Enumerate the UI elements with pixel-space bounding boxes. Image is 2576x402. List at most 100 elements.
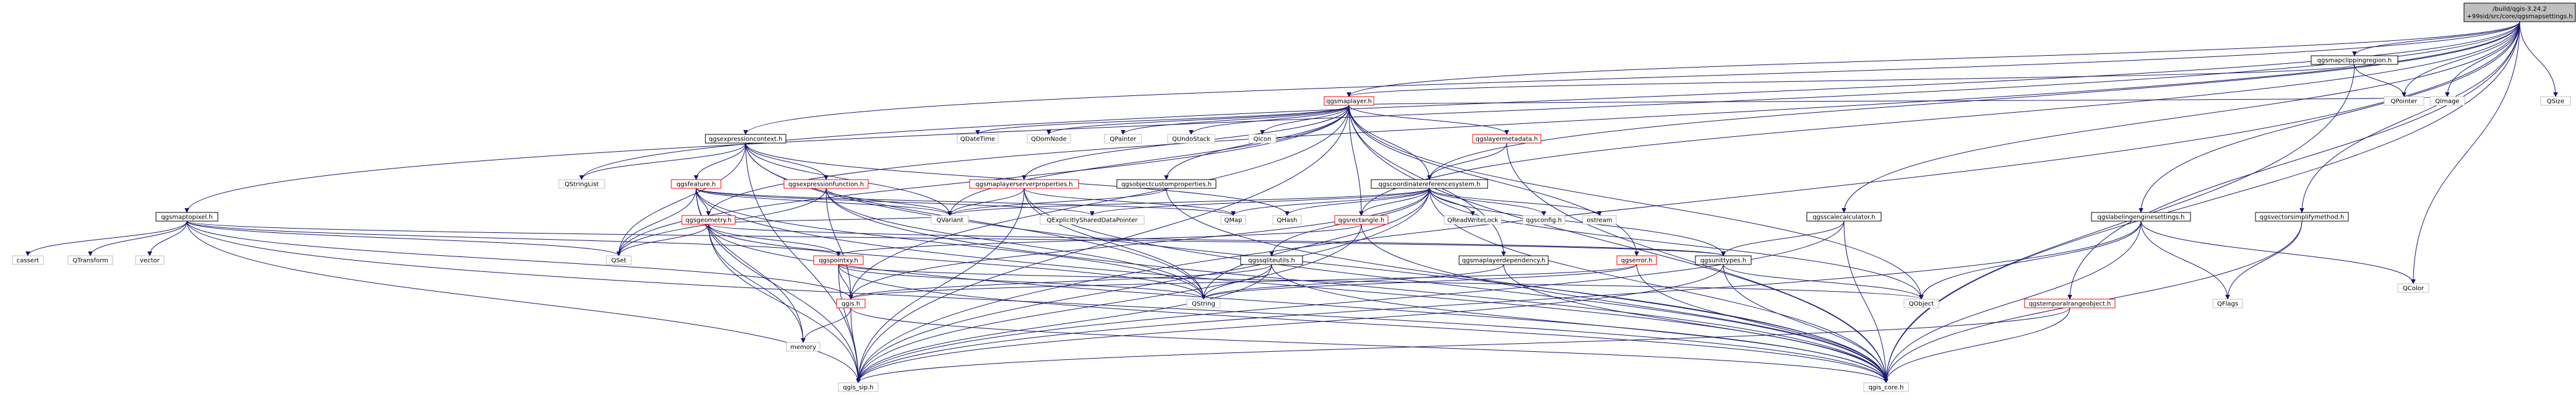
node-qgsfeature-h[interactable]: qgsfeature.h	[671, 179, 722, 189]
edge-rectangle-to-qgscore	[1361, 224, 1886, 383]
edge-vecsimp-to-qflags	[2228, 221, 2302, 299]
node-label: qgsgeometry.h	[686, 217, 731, 224]
node-qgsmaplayer-h[interactable]: qgsmaplayer.h	[1324, 96, 1374, 106]
node-box	[1903, 299, 1939, 308]
node-qdatetime: QDateTime	[957, 134, 999, 144]
edge-layerdep-to-qstring	[1204, 264, 1504, 300]
node-qgsobjectcustomproperties-h[interactable]: qgsobjectcustomproperties.h	[1116, 179, 1217, 189]
node-qpointer: QPointer	[2384, 96, 2424, 106]
edge-root-to-rectangle	[1361, 21, 2520, 216]
node-label: QSet	[611, 258, 626, 264]
edge-root-to-maplayer	[1349, 21, 2520, 97]
node-label: qgsmaplayerserverproperties.h	[975, 181, 1072, 188]
node-qgsexpressioncontext-h[interactable]: qgsexpressioncontext.h	[705, 134, 786, 144]
node-qgsmapclippingregion-h[interactable]: qgsmapclippingregion.h	[2311, 55, 2398, 65]
edge-cliprg-to-maplayer	[1349, 64, 2355, 97]
edge-qgserror-to-qgscore	[1636, 264, 1886, 383]
edge-maplayer-to-qgscore	[1348, 105, 1886, 383]
node-label: QFlags	[2217, 301, 2238, 308]
node-qmap: QMap	[1220, 215, 1246, 225]
node-qgserror-h[interactable]: qgserror.h	[1616, 255, 1657, 265]
node-box	[67, 255, 113, 265]
edge-exprctx-to-qgssip	[745, 142, 858, 383]
node-qgslayermetadata-h[interactable]: qgslayermetadata.h	[1472, 134, 1541, 144]
node-label: QTransform	[72, 258, 108, 264]
edge-feature-to-qset	[619, 188, 697, 256]
node-label: qgsscalecalculator.h	[1812, 214, 1876, 221]
node-box	[1616, 255, 1657, 265]
node-box	[681, 215, 736, 225]
node-box	[1334, 215, 1389, 225]
edge-geometry-to-unittypes	[708, 224, 1723, 256]
node-box	[606, 255, 632, 265]
edge-maptopix-to-qtransform	[90, 221, 187, 256]
edge-scalecalc-to-qgscore	[1843, 221, 1886, 383]
node-label: ostream	[1587, 217, 1612, 224]
node-qgsmaplayerdependency-h[interactable]: qgsmaplayerdependency.h	[1458, 255, 1549, 265]
edge-layermeta-to-crs	[1429, 142, 1507, 180]
edge-crs-to-qgsh	[851, 188, 1430, 299]
edge-geometry-to-pointxy	[708, 224, 838, 256]
node-qgsunittypes-h[interactable]: qgsunittypes.h	[1695, 255, 1752, 265]
node-qgsvectorsimplifymethod-h[interactable]: qgsvectorsimplifymethod.h	[2255, 212, 2349, 222]
edge-cliprg-to-qpointer	[2354, 64, 2404, 97]
node-qgis-h[interactable]: qgis.h	[836, 299, 866, 308]
node-build-qgis-3-24-2-99sid-src-core-qgsmapsettings-h[interactable]: /build/qgis-3.24.2+99sid/src/core/qgsmap…	[2463, 2, 2576, 22]
node-box	[1220, 215, 1246, 225]
node-box	[1695, 255, 1752, 265]
node-qgsgeometry-h[interactable]: qgsgeometry.h	[681, 215, 736, 225]
edge-objcustom-to-qvariant	[950, 188, 1167, 216]
edge-exprctx-to-feature	[696, 142, 746, 180]
edge-labeleng-to-qobject	[1921, 221, 2142, 299]
edge-crs-to-qgscore	[1429, 188, 1886, 383]
node-qgssqliteutils-h[interactable]: qgssqliteutils.h	[1240, 255, 1303, 265]
edge-maplayer-to-qpainter	[1123, 105, 1350, 135]
edge-maplayer-to-qdatetime	[978, 105, 1350, 135]
edge-crs-to-qexplicit	[1092, 188, 1430, 216]
edge-pointxy-to-qobject	[838, 264, 1921, 300]
node-qgsscalecalculator-h[interactable]: qgsscalecalculator.h	[1806, 212, 1882, 222]
node-qgis-core-h: qgis_core.h	[1863, 382, 1909, 392]
node-qgsrectangle-h[interactable]: qgsrectangle.h	[1334, 215, 1389, 225]
node-label: QPainter	[1110, 136, 1137, 143]
node-qgsmaptopixel-h[interactable]: qgsmaptopixel.h	[155, 212, 218, 222]
node-qgsexpressionfunction-h[interactable]: qgsexpressionfunction.h	[783, 179, 869, 189]
node-label: /build/qgis-3.24.2	[2492, 6, 2546, 13]
node-box	[1444, 215, 1502, 225]
edge-maptopix-to-unittypes	[186, 221, 1723, 256]
node-label: memory	[790, 344, 816, 351]
node-label: qgsexpressionfunction.h	[788, 181, 864, 188]
node-box	[957, 134, 999, 144]
node-qdomnode: QDomNode	[1027, 134, 1071, 144]
node-label: qgsunittypes.h	[1700, 258, 1746, 264]
edge-temporal-to-qgssip	[858, 307, 2070, 383]
node-label: qgsfeature.h	[676, 181, 716, 188]
node-qgspointxy-h[interactable]: qgspointxy.h	[813, 255, 864, 265]
node-qgsconfig-h: qgsconfig.h	[1522, 215, 1566, 225]
edge-maplayer-to-layermeta	[1348, 105, 1507, 135]
node-qgscoordinatereferencesystem-h[interactable]: qgscoordinatereferencesystem.h	[1371, 179, 1488, 189]
node-qicon: QIcon	[1248, 134, 1277, 144]
node-box	[2384, 96, 2424, 106]
node-vector: vector	[135, 255, 165, 265]
node-label: QStringList	[564, 181, 598, 188]
node-box	[1027, 134, 1071, 144]
node-qreadwritelock: QReadWriteLock	[1444, 215, 1502, 225]
edge-root-to-qcolor	[2413, 21, 2520, 284]
edge-layer	[28, 21, 2556, 383]
node-label: QObject	[1909, 301, 1934, 308]
edge-exprfunc-to-qgsh	[825, 188, 851, 299]
node-box	[1582, 215, 1617, 225]
edge-sqlite-to-qgscore	[1271, 264, 1886, 383]
edge-crs-to-qgsconfig	[1429, 188, 1544, 216]
node-label: QMap	[1225, 217, 1243, 224]
node-qgslabelingenginesettings-h[interactable]: qgslabelingenginesettings.h	[2091, 212, 2191, 222]
node-box	[2463, 2, 2576, 22]
edge-maptopix-to-cassert	[28, 221, 187, 256]
node-box	[786, 342, 821, 352]
node-box	[1522, 215, 1566, 225]
node-qgstemporalrangeobject-h[interactable]: qgstemporalrangeobject.h	[2024, 299, 2116, 308]
edge-root-to-qstringlist	[582, 21, 2520, 180]
node-qgsmaplayerserverproperties-h[interactable]: qgsmaplayerserverproperties.h	[969, 179, 1079, 189]
edge-labeleng-to-qgssip	[858, 221, 2142, 383]
